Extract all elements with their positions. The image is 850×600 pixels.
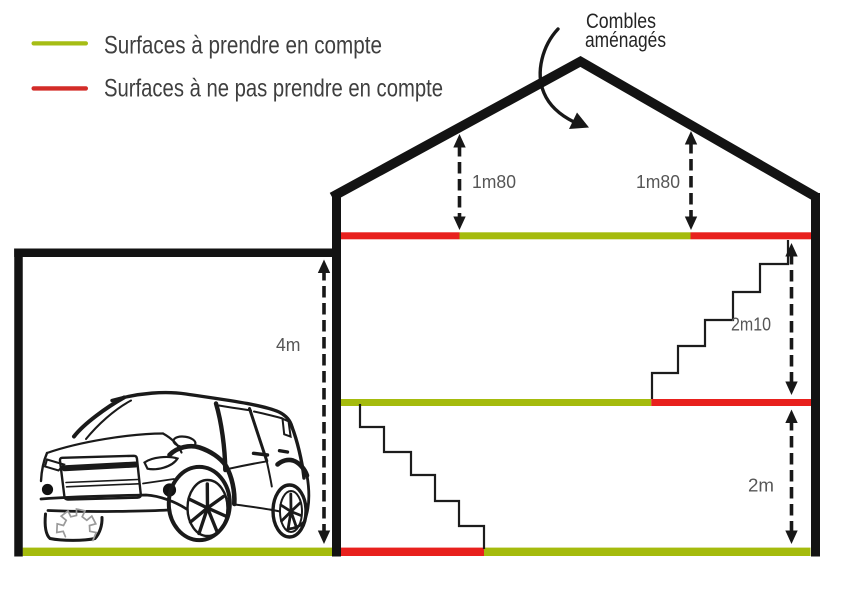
svg-text:2m: 2m [748, 475, 774, 496]
svg-text:1m80: 1m80 [636, 171, 680, 192]
svg-text:4m: 4m [276, 334, 301, 355]
svg-text:Combles: Combles [586, 10, 656, 33]
svg-text:2m10: 2m10 [731, 314, 771, 335]
svg-text:1m80: 1m80 [472, 171, 516, 192]
svg-text:Surfaces à ne pas prendre en c: Surfaces à ne pas prendre en compte [104, 75, 443, 103]
svg-text:aménagés: aménagés [585, 29, 666, 52]
svg-text:Surfaces à prendre en compte: Surfaces à prendre en compte [104, 32, 382, 60]
